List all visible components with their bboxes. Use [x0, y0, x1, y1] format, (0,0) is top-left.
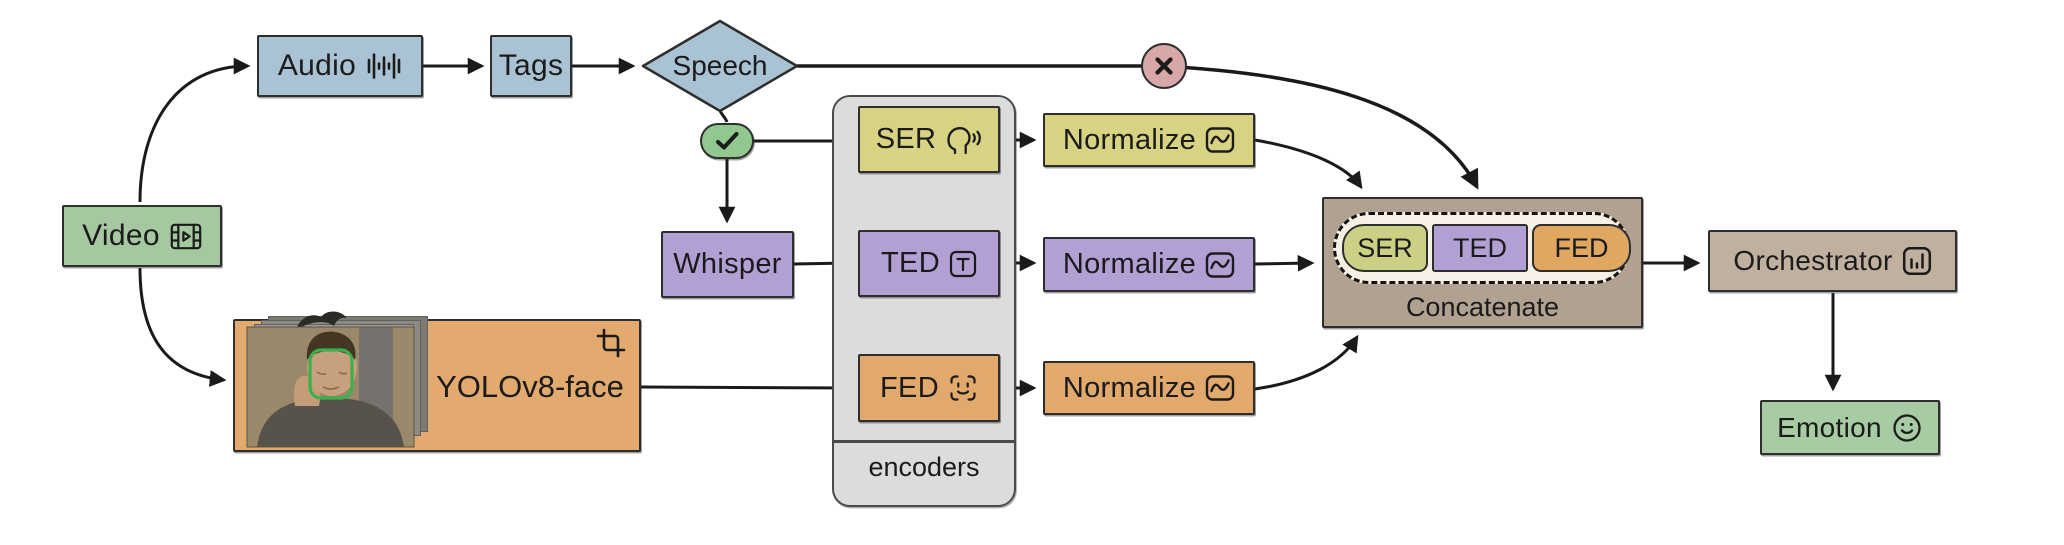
- node-orchestrator: Orchestrator: [1708, 230, 1957, 292]
- encoders-label: encoders: [868, 452, 980, 482]
- node-audio: Audio: [257, 35, 423, 97]
- chip-fed-label: FED: [1554, 232, 1609, 263]
- video-label: Video: [82, 219, 160, 252]
- wave-icon: [1205, 251, 1235, 278]
- ted-label: TED: [881, 247, 940, 279]
- node-emotion: Emotion: [1760, 400, 1940, 455]
- edge-normalize-fed-concatenate: [1254, 334, 1359, 391]
- edge-speech-no-concatenate: [797, 64, 1479, 190]
- encoders-divider: [834, 440, 1014, 443]
- emotion-label: Emotion: [1777, 411, 1882, 443]
- normalize-label: Normalize: [1062, 248, 1197, 280]
- normalize-label: Normalize: [1062, 371, 1197, 404]
- face-id-icon: [950, 375, 976, 401]
- edge-speech-check: [718, 110, 729, 123]
- node-tags: Tags: [490, 35, 572, 97]
- node-fed: FED: [858, 354, 1000, 422]
- wave-icon: [1205, 127, 1235, 153]
- normalize-label: Normalize: [1062, 123, 1197, 156]
- edge-video-yolo: [138, 267, 227, 387]
- bar-chart-icon: [1902, 246, 1931, 276]
- node-whisper: Whisper: [661, 231, 794, 298]
- chip-ted-label: TED: [1453, 232, 1507, 263]
- audio-label: Audio: [277, 49, 357, 82]
- fed-label: FED: [880, 371, 939, 404]
- film-icon: [170, 223, 202, 249]
- tags-label: Tags: [498, 49, 564, 82]
- concat-chip-ser: SER: [1342, 224, 1428, 272]
- crop-icon: [596, 328, 626, 358]
- waveform-icon: [367, 53, 401, 79]
- speech-yes-badge: [700, 123, 754, 159]
- concat-chip-ted: TED: [1432, 224, 1528, 272]
- node-normalize-ted: Normalize: [1043, 237, 1255, 292]
- edge-normalize-ted-concatenate: [1254, 254, 1315, 272]
- smiley-icon: [1893, 413, 1921, 442]
- face-photo: [246, 311, 415, 448]
- check-icon: [716, 132, 739, 150]
- text-icon: [949, 250, 977, 277]
- chip-ser-label: SER: [1357, 232, 1413, 263]
- node-ted: TED: [858, 230, 1000, 297]
- speech-label: Speech: [672, 50, 768, 81]
- x-icon: [1155, 57, 1173, 75]
- whisper-label: Whisper: [673, 248, 782, 280]
- concat-chip-fed: FED: [1532, 224, 1631, 272]
- yolo-label: YOLOv8-face: [436, 369, 624, 404]
- edge-yolo-fed: [640, 379, 852, 397]
- edge-video-audio: [138, 57, 251, 203]
- node-speech: Speech: [640, 18, 800, 114]
- edge-normalize-ser-concatenate: [1254, 138, 1363, 190]
- node-video: Video: [62, 205, 222, 267]
- concatenate-label: Concatenate: [1405, 292, 1560, 322]
- node-ser: SER: [858, 106, 1000, 173]
- node-normalize-fed: Normalize: [1043, 361, 1255, 415]
- diamond-shape: [641, 19, 799, 113]
- wave-icon: [1205, 375, 1235, 401]
- orchestrator-label: Orchestrator: [1733, 245, 1893, 276]
- speech-no-badge: [1141, 43, 1187, 89]
- ser-label: SER: [875, 123, 937, 155]
- node-normalize-ser: Normalize: [1043, 113, 1255, 167]
- listening-head-icon: [947, 126, 982, 154]
